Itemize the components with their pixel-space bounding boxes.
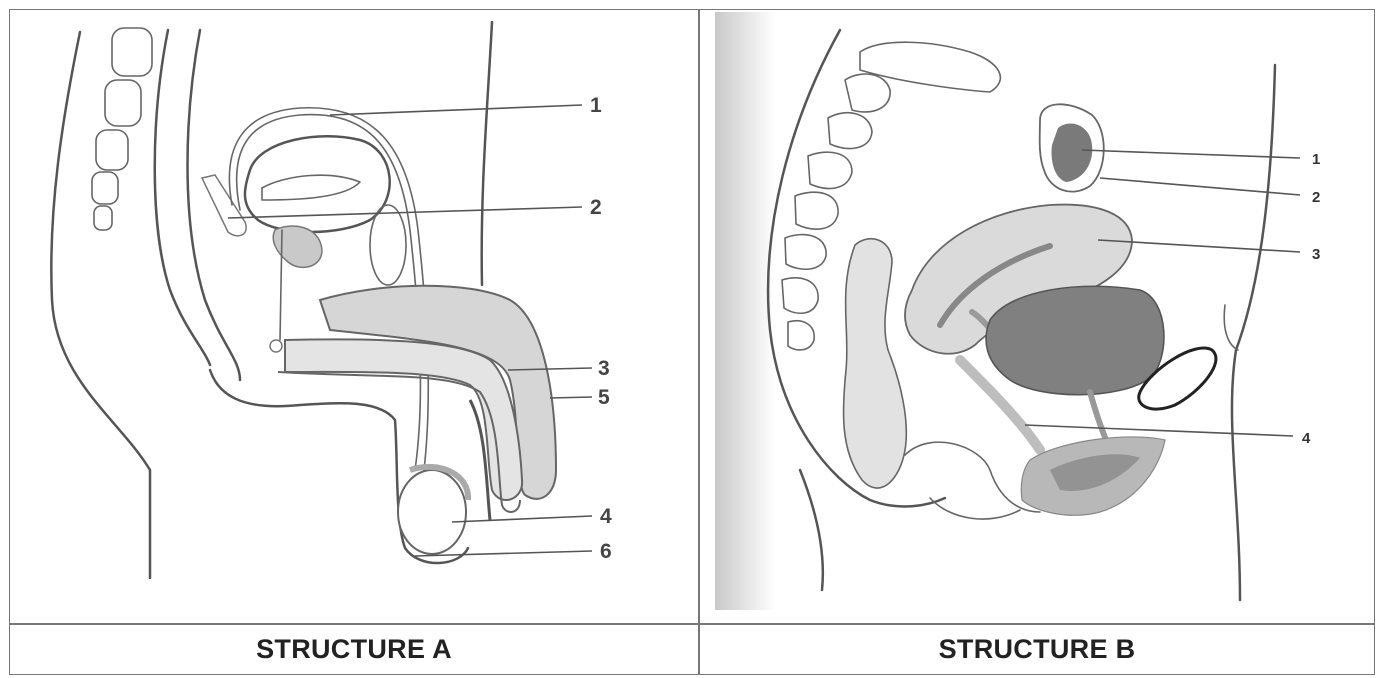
- b-rectum: [843, 239, 906, 488]
- a-leader-2: [228, 207, 582, 218]
- b-label-2: 2: [1312, 189, 1320, 206]
- b-perineum-outline: [905, 442, 1040, 519]
- a-pubic-bone: [370, 205, 406, 285]
- a-label-4: 4: [600, 505, 612, 528]
- a-spine: [92, 28, 152, 230]
- b-leader-1: [1082, 150, 1300, 158]
- a-label-2: 2: [590, 196, 602, 219]
- diagram-structure-a: 1 2 3 5 4 6: [10, 10, 698, 622]
- a-leader-1: [330, 105, 582, 115]
- b-label-3: 3: [1312, 246, 1320, 263]
- b-abdomen-fold: [1224, 305, 1238, 350]
- b-shaded-back: [715, 12, 775, 610]
- b-label-4: 4: [1302, 430, 1311, 447]
- b-urethra: [1090, 392, 1106, 440]
- a-leader-5: [550, 397, 592, 398]
- a-bladder: [245, 136, 390, 232]
- a-sacrum-line: [155, 30, 210, 365]
- b-abdomen-outline: [1232, 65, 1275, 600]
- caption-structure-a: STRUCTURE A: [10, 625, 698, 673]
- a-testis: [398, 470, 466, 554]
- a-label-1: 1: [590, 94, 602, 117]
- a-back-outline: [51, 32, 150, 578]
- diagram-structure-b: 1 2 3 4: [700, 10, 1374, 622]
- a-label-5: 5: [598, 386, 610, 409]
- a-bulbourethral-gland: [270, 340, 282, 352]
- a-label-6: 6: [600, 540, 612, 563]
- a-leader-4: [452, 516, 592, 522]
- caption-structure-b: STRUCTURE B: [700, 625, 1374, 673]
- a-label-3: 3: [598, 357, 610, 380]
- b-label-1: 1: [1312, 151, 1320, 168]
- b-bladder: [986, 286, 1164, 395]
- a-abdomen-outline: [482, 22, 492, 285]
- b-leader-4: [1025, 425, 1293, 436]
- b-buttock-outline: [800, 470, 823, 590]
